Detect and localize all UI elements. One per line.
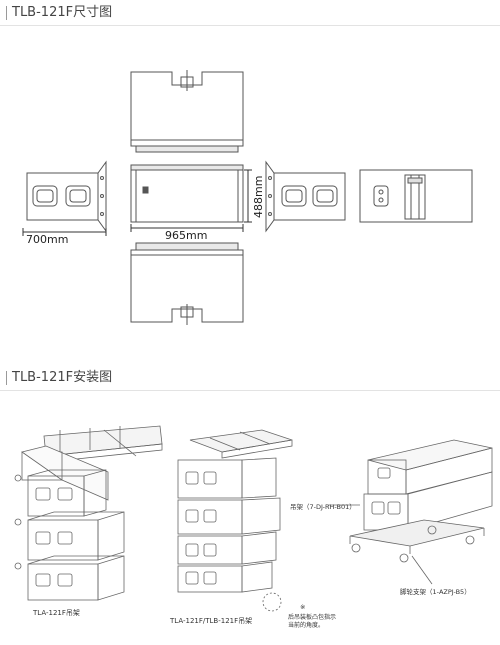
- installation-section-header: TLB-121F安装图: [0, 368, 500, 391]
- depth-dimension-label: 700mm: [26, 233, 68, 246]
- flybar-callout: 吊架（7-DJ-RH-B01）: [290, 503, 356, 511]
- height-dimension-label: 488mm: [252, 176, 265, 218]
- header-accent-bar: [6, 6, 7, 20]
- dimension-lines: [22, 169, 252, 236]
- note-line-1: 后吊装板凸包指示: [288, 613, 336, 621]
- left-assembly-caption: TLA-121F吊架: [32, 609, 80, 617]
- bottom-view: [130, 242, 244, 325]
- header-divider: [0, 390, 500, 391]
- installation-section-title: TLB-121F安装图: [12, 370, 113, 385]
- dimension-section-title: TLB-121F尺寸图: [12, 5, 113, 20]
- header-accent-bar: [6, 371, 7, 385]
- note-mark: ※: [300, 603, 305, 611]
- note-line-2: 当前的角度。: [288, 621, 324, 629]
- right-side-view: [265, 160, 346, 233]
- top-view: [130, 70, 244, 153]
- left-hanging-assembly: [14, 425, 163, 601]
- middle-hanging-assembly: [177, 429, 293, 612]
- rear-view: [359, 169, 473, 223]
- front-view: [130, 164, 244, 223]
- dimension-section-header: TLB-121F尺寸图: [0, 3, 500, 26]
- width-dimension-label: 965mm: [165, 229, 207, 242]
- right-cart-assembly: [328, 439, 493, 585]
- middle-assembly-caption: TLA-121F/TLB-121F吊架: [169, 617, 252, 625]
- header-divider: [0, 25, 500, 26]
- cart-callout: 脚轮支架（1-AZPJ-B5）: [400, 587, 471, 596]
